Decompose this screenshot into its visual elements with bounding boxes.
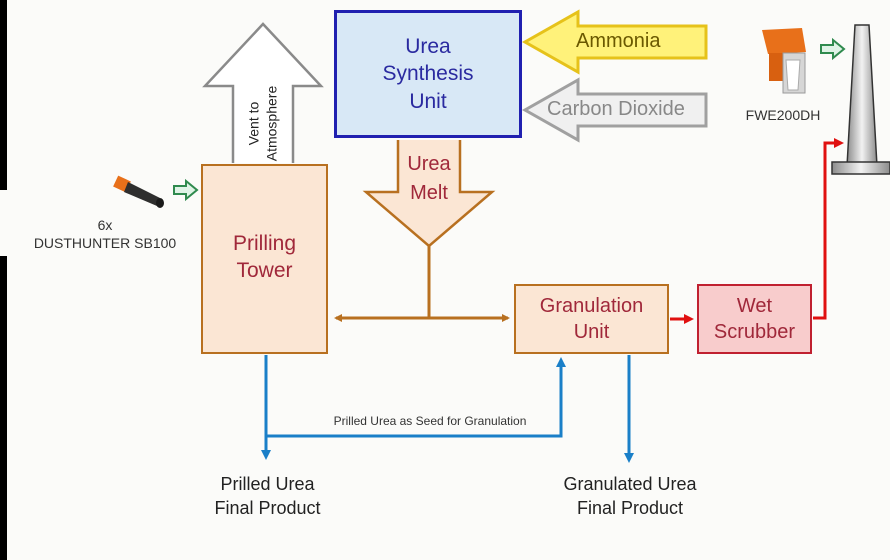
carbon-dioxide-arrow (521, 77, 708, 143)
prilled-line1: Prilled Urea (220, 474, 315, 494)
prilling-tower[interactable]: Prilling Tower (201, 164, 328, 354)
granulated-urea-product: Granulated Urea Final Product (545, 472, 715, 521)
ammonia-arrow (521, 9, 708, 75)
scrubber-line1: Wet (736, 295, 773, 317)
vent-label: Vent to Atmosphere (228, 86, 298, 166)
fwe-arrow (820, 37, 846, 61)
synthesis-line2: Synthesis (382, 62, 474, 86)
vent-label-line2: Atmosphere (263, 85, 279, 162)
vent-label-line1: Vent to (245, 101, 262, 146)
fwe200dh-label: FWE200DH (745, 107, 821, 123)
ammonia-label: Ammonia (576, 30, 661, 52)
granulation-line2: Unit (573, 321, 610, 343)
urea-melt-label: Urea Melt (398, 150, 460, 208)
seed-label: Prilled Urea as Seed for Granulation (333, 414, 527, 428)
prilled-urea-product: Prilled Urea Final Product (195, 472, 340, 521)
scrubber-line2: Scrubber (713, 321, 796, 343)
granulation-unit[interactable]: Granulation Unit (514, 284, 669, 354)
dusthunter-arrow (173, 178, 199, 202)
urea-melt-line1: Urea (407, 153, 451, 175)
dusthunter-label: 6x DUSTHUNTER SB100 (20, 216, 190, 252)
prilling-line2: Tower (236, 259, 293, 282)
seed-line (266, 357, 566, 438)
granulation-line1: Granulation (539, 295, 644, 317)
urea-synthesis-unit[interactable]: Urea Synthesis Unit (334, 10, 522, 138)
synthesis-line1: Urea (405, 35, 451, 59)
prilling-line1: Prilling (232, 231, 297, 255)
scrubber-to-stack-line (813, 138, 844, 320)
dusthunter-count: 6x (97, 217, 113, 233)
carbon-dioxide-label: Carbon Dioxide (547, 98, 685, 120)
edge-bar-top (0, 0, 7, 190)
synthesis-line3: Unit (409, 89, 447, 113)
edge-bar-bottom (0, 256, 7, 560)
fwe200dh-sensor-icon (762, 28, 806, 94)
prilled-line2: Final Product (214, 498, 321, 519)
urea-melt-line2: Melt (410, 182, 448, 204)
dusthunter-model: DUSTHUNTER SB100 (33, 235, 177, 252)
dusthunter-sensor-icon (113, 175, 164, 208)
granulated-line2: Final Product (576, 498, 684, 519)
stack-icon (831, 24, 890, 175)
granulated-line1: Granulated Urea (563, 474, 697, 494)
wet-scrubber[interactable]: Wet Scrubber (697, 284, 812, 354)
vent-arrow (202, 22, 324, 163)
